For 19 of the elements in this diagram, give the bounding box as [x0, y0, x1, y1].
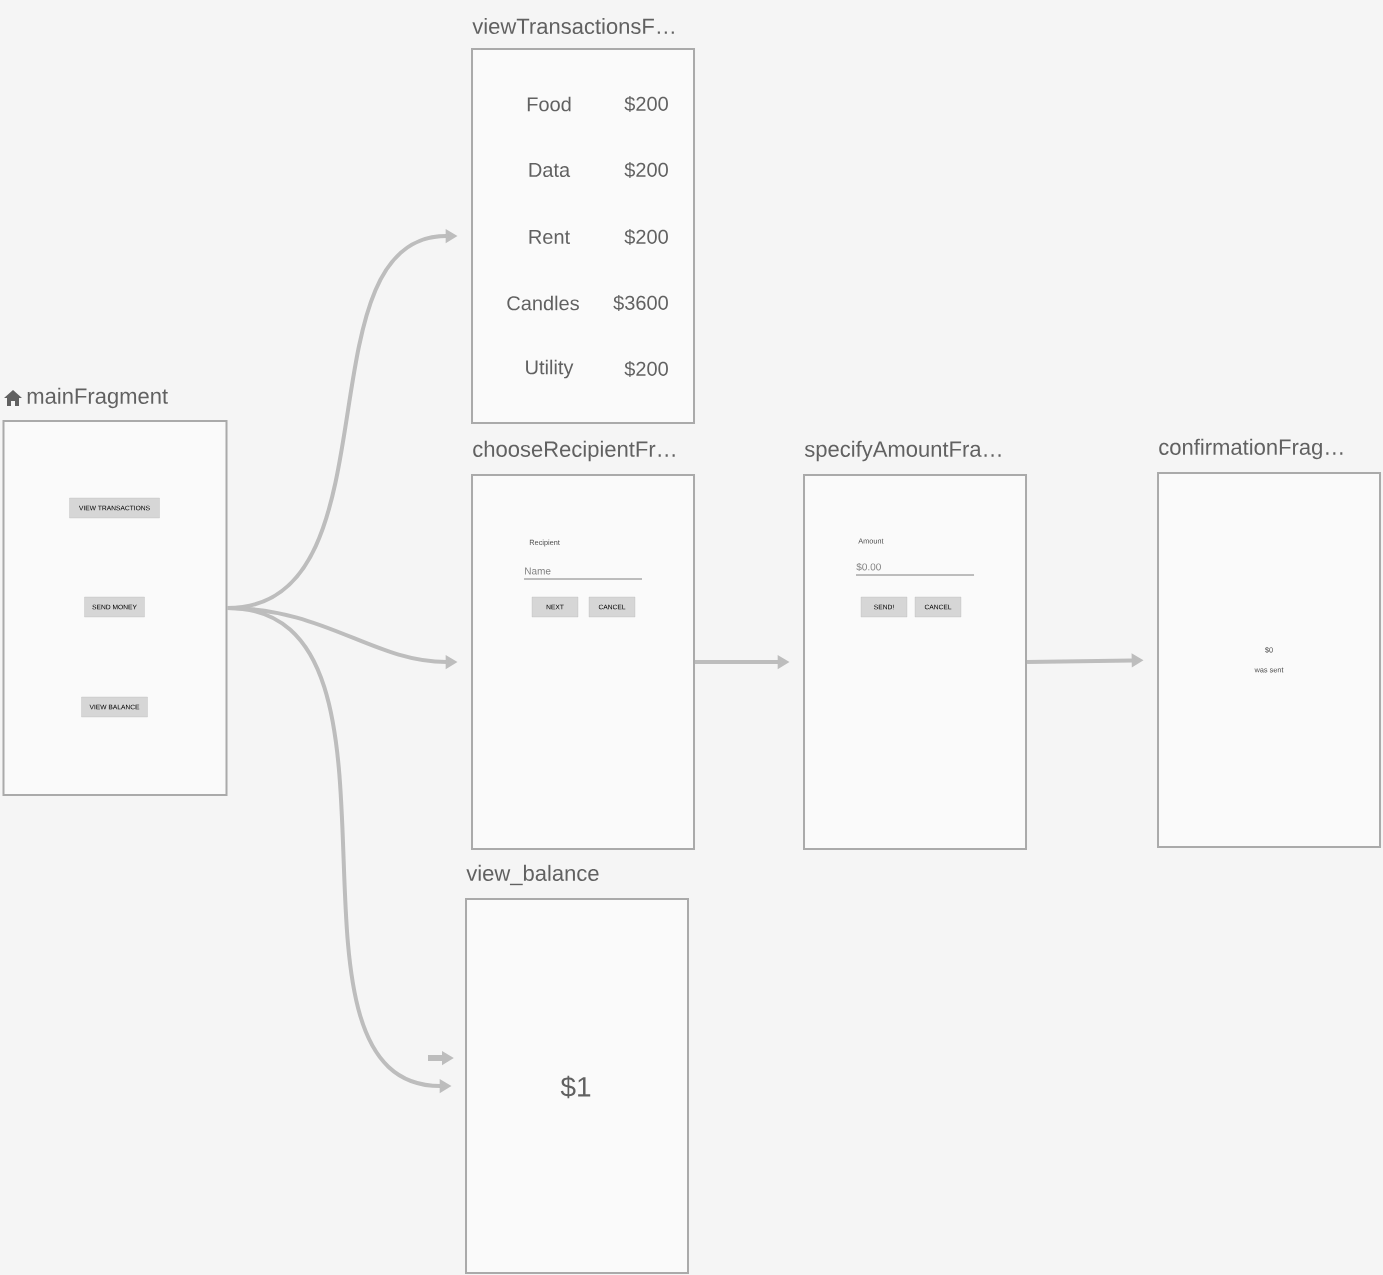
screen-title: chooseRecipientFr…	[473, 440, 675, 462]
transaction-text: Candles	[507, 295, 579, 311]
transaction-text: $200	[624, 161, 668, 179]
transaction-text: Utility	[526, 359, 574, 379]
screen-title: viewTransactionsF…	[472, 17, 674, 35]
screen-title: specifyAmountFra…	[804, 440, 1001, 462]
screen-title: view_balance	[466, 864, 599, 886]
transaction-text: $200	[624, 228, 668, 246]
screen-title: confirmationFrag…	[1159, 438, 1343, 460]
input-field: $0.00	[855, 562, 975, 576]
screen-title: mainFragment	[27, 387, 168, 409]
transaction-text: Data	[529, 163, 571, 177]
input-field: Name	[523, 567, 643, 580]
transaction-text: Food	[527, 96, 571, 112]
transaction-text: $200	[624, 95, 668, 113]
transaction-text: $3600	[613, 294, 668, 312]
balance-amount: $1	[560, 1075, 591, 1099]
transaction-text: Rent	[529, 230, 570, 244]
transaction-text: $200	[624, 360, 668, 378]
